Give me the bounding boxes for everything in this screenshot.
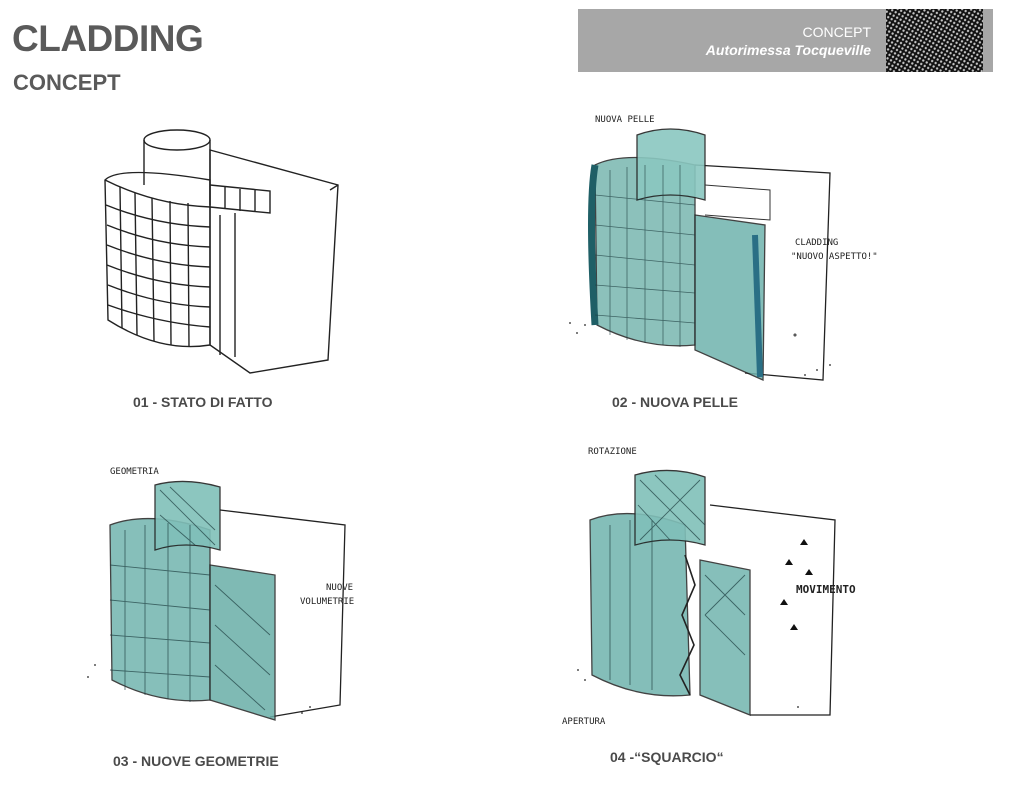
header-text: CONCEPT Autorimessa Tocqueville: [706, 23, 871, 59]
sketch-building-new-geometry: [87, 480, 346, 721]
note-cladding: CLADDING: [795, 238, 839, 248]
note-nuove: NUOVE: [326, 583, 354, 593]
header-band: CONCEPT Autorimessa Tocqueville: [578, 9, 993, 72]
page-subtitle: CONCEPT: [13, 70, 121, 95]
note-rotazione: ROTAZIONE: [588, 447, 637, 457]
panel-stato-di-fatto: 01 - STATO DI FATTO: [60, 95, 380, 410]
note-geometria: GEOMETRIA: [110, 467, 159, 477]
sketch-building-tear: [577, 469, 836, 716]
caption-panel-4: 04 -“SQUARCIO“: [610, 749, 724, 765]
note-nuovo-aspetto: "NUOVO ASPETTO!": [791, 252, 878, 262]
panel-nuova-pelle: NUOVA PELLE CLADDING "NUOVO ASPETTO!" 02…: [555, 95, 935, 410]
caption-panel-2: 02 - NUOVA PELLE: [612, 394, 739, 410]
panel-nuove-geometrie: GEOMETRIA NUOVE VOLUMETRIE 03 - NUOVE GE…: [70, 455, 400, 780]
caption-panel-3: 03 - NUOVE GEOMETRIE: [113, 753, 279, 769]
sketch-building-new-skin: [569, 128, 831, 381]
note-nuova-pelle: NUOVA PELLE: [595, 115, 655, 125]
note-volumetrie: VOLUMETRIE: [300, 597, 355, 607]
panel-squarcio: ROTAZIONE MOVIMENTO APERTURA 04 -“SQUARC…: [560, 445, 910, 775]
header-label-concept: CONCEPT: [802, 24, 871, 40]
note-movimento: MOVIMENTO: [796, 583, 856, 596]
caption-panel-1: 01 - STATO DI FATTO: [133, 394, 273, 410]
note-apertura: APERTURA: [562, 717, 606, 727]
header-halftone-pattern: [886, 9, 983, 72]
sketch-building-existing: [104, 129, 339, 374]
page-title: CLADDING: [12, 18, 204, 59]
header-label-project: Autorimessa Tocqueville: [705, 42, 871, 58]
